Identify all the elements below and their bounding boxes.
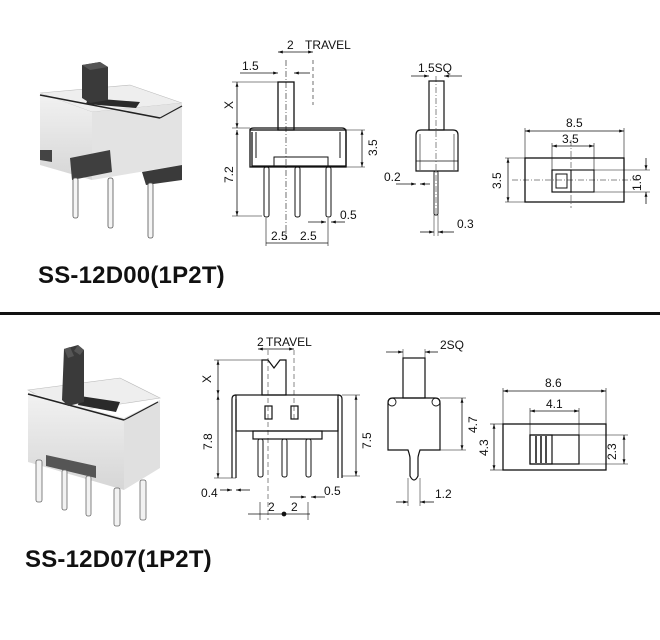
dim-actuator-height: X bbox=[222, 101, 236, 109]
dim-pin-width: 0.5 bbox=[340, 208, 357, 222]
dim-total-height: 7.2 bbox=[222, 166, 236, 183]
dim-actuator-size: 1.5SQ bbox=[418, 61, 452, 75]
ss12d07-drawings: 2 TRAVEL X 7.8 7.5 0.4 0.5 2 2 bbox=[27, 335, 628, 527]
dim-pin-width: 1.2 bbox=[435, 487, 452, 501]
switch-photo bbox=[27, 345, 161, 527]
switch-panel-ss12d07: 2 TRAVEL X 7.8 7.5 0.4 0.5 2 2 bbox=[0, 318, 660, 640]
dim-travel-label: TRAVEL bbox=[266, 335, 312, 349]
dim-actuator-height: X bbox=[200, 375, 214, 383]
switch-photo bbox=[39, 62, 183, 239]
section-divider bbox=[0, 312, 660, 315]
dim-offset: 0.2 bbox=[384, 170, 401, 184]
dim-width: 4.3 bbox=[477, 439, 491, 456]
dim-pin-width: 0.5 bbox=[324, 484, 341, 498]
dim-length: 8.5 bbox=[566, 116, 583, 130]
dim-travel: 2 bbox=[257, 335, 264, 349]
dim-length: 8.6 bbox=[545, 376, 562, 390]
dim-mount-tab-width: 0.4 bbox=[201, 486, 218, 500]
dim-pin-thickness: 0.3 bbox=[457, 217, 474, 231]
front-view-drawing bbox=[214, 347, 360, 520]
dim-actuator-width: 1.5 bbox=[242, 59, 259, 73]
dim-pitch-2: 2 bbox=[291, 500, 298, 514]
switch-panel-ss12d00: 2 TRAVEL 1.5 X 7.2 3.5 0.5 2.5 2.5 bbox=[0, 0, 660, 312]
dim-slot-width: 1.6 bbox=[630, 174, 644, 191]
dim-body-height: 7.5 bbox=[360, 432, 374, 449]
dim-slot-width: 2.3 bbox=[605, 443, 619, 460]
dim-slot-length: 4.1 bbox=[546, 397, 563, 411]
model-title: SS-12D00(1P2T) bbox=[38, 262, 225, 289]
dim-actuator-size: 2SQ bbox=[440, 338, 464, 352]
dim-slot-length: 3.5 bbox=[562, 132, 579, 146]
dim-travel-label: TRAVEL bbox=[305, 38, 351, 52]
dim-travel: 2 bbox=[287, 38, 294, 52]
model-title: SS-12D07(1P2T) bbox=[25, 546, 212, 573]
dim-pitch-1: 2.5 bbox=[271, 229, 288, 243]
dim-width: 3.5 bbox=[490, 172, 504, 189]
front-view-drawing bbox=[232, 50, 365, 246]
top-view-drawing bbox=[505, 128, 650, 208]
side-view-drawing bbox=[386, 349, 466, 506]
dim-body-height: 3.5 bbox=[366, 139, 380, 156]
dim-body-height: 4.7 bbox=[466, 416, 480, 433]
ss12d00-drawings: 2 TRAVEL 1.5 X 7.2 3.5 0.5 2.5 2.5 bbox=[39, 38, 650, 246]
dim-pitch-2: 2.5 bbox=[300, 229, 317, 243]
dim-pitch-1: 2 bbox=[268, 500, 275, 514]
side-view-drawing bbox=[396, 74, 462, 236]
top-view-drawing bbox=[490, 388, 628, 471]
dim-total-height: 7.8 bbox=[201, 433, 215, 450]
